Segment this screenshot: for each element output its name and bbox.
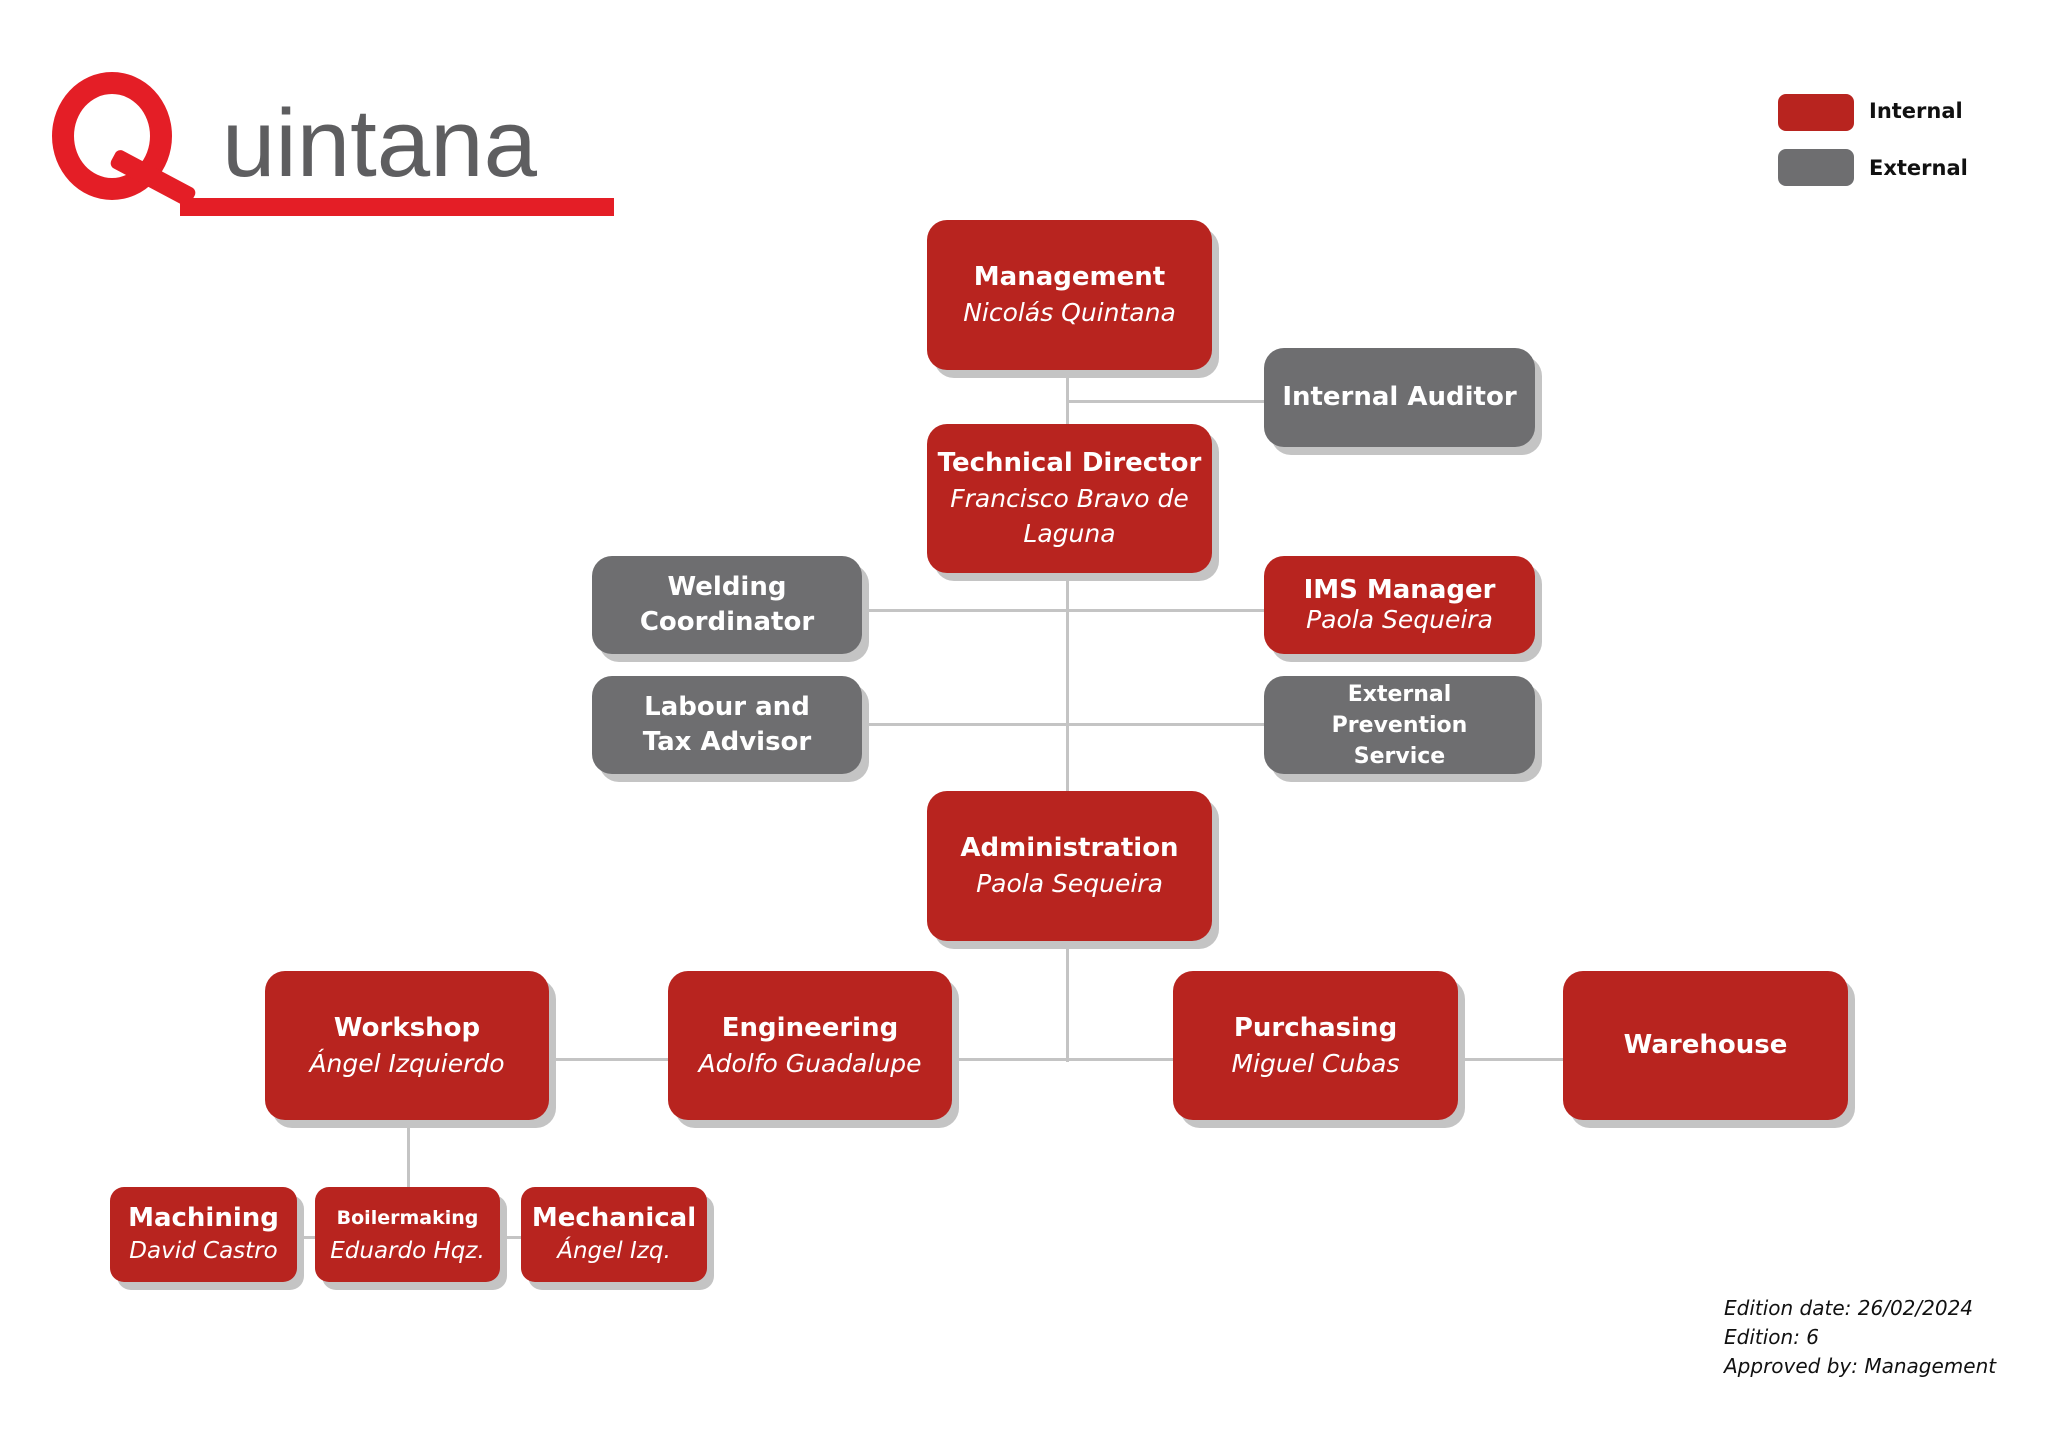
node-person: David Castro: [129, 1237, 278, 1264]
node-engineering[interactable]: Engineering Adolfo Guadalupe: [668, 971, 952, 1120]
legend-internal-swatch: [1778, 94, 1854, 131]
legend-external-swatch: [1778, 149, 1854, 186]
node-title: Workshop: [333, 1012, 481, 1043]
approved-by: Approved by: Management: [1724, 1354, 1997, 1378]
connector-departments: [549, 1058, 1565, 1061]
node-purchasing[interactable]: Purchasing Miguel Cubas: [1173, 971, 1458, 1120]
node-person: Ángel Izquierdo: [309, 1048, 505, 1078]
node-title: Engineering: [721, 1012, 899, 1043]
connector-workshop-vertical: [407, 1120, 410, 1188]
node-workshop[interactable]: Workshop Ángel Izquierdo: [265, 971, 549, 1120]
node-title: External Prevention Service: [1331, 681, 1468, 769]
node-welding-coordinator[interactable]: Welding Coordinator: [592, 556, 862, 654]
node-title: Machining: [128, 1202, 279, 1233]
node-person: Miguel Cubas: [1231, 1048, 1400, 1078]
legend-external-label: External: [1869, 156, 1968, 180]
node-title: Labour and Tax Advisor: [642, 692, 812, 757]
node-title: Management: [973, 262, 1166, 292]
edition-number: Edition: 6: [1724, 1325, 1820, 1349]
node-person: Paola Sequeira: [1306, 605, 1493, 634]
node-mechanical[interactable]: Mechanical Ángel Izq.: [521, 1187, 707, 1282]
node-person: Nicolás Quintana: [963, 298, 1176, 327]
node-ims-manager[interactable]: IMS Manager Paola Sequeira: [1264, 556, 1535, 654]
connector-welding-ims: [862, 609, 1266, 612]
node-title: Boilermaking: [336, 1206, 479, 1229]
edition-date: Edition date: 26/02/2024: [1724, 1296, 1974, 1320]
node-title: Technical Director: [937, 448, 1202, 478]
node-warehouse[interactable]: Warehouse: [1563, 971, 1848, 1120]
node-title: Administration: [960, 833, 1179, 863]
node-labour-tax-advisor[interactable]: Labour and Tax Advisor: [592, 676, 862, 774]
node-person: Adolfo Guadalupe: [698, 1048, 922, 1078]
node-title: Internal Auditor: [1282, 382, 1517, 412]
logo-text: uintana: [222, 90, 537, 197]
node-title: IMS Manager: [1303, 575, 1496, 605]
node-title: Warehouse: [1623, 1030, 1788, 1060]
node-administration[interactable]: Administration Paola Sequeira: [927, 791, 1212, 941]
logo-underline: [180, 198, 614, 216]
node-person: Francisco Bravo de Laguna: [950, 484, 1189, 548]
node-management[interactable]: Management Nicolás Quintana: [927, 220, 1212, 370]
node-person: Paola Sequeira: [976, 869, 1163, 898]
node-person: Ángel Izq.: [557, 1237, 671, 1264]
connector-labour-prevention: [862, 723, 1266, 726]
legend-internal-label: Internal: [1869, 99, 1963, 123]
node-person: Eduardo Hqz.: [330, 1237, 485, 1264]
node-internal-auditor[interactable]: Internal Auditor: [1264, 348, 1535, 447]
node-title: Mechanical: [531, 1202, 697, 1233]
node-boilermaking[interactable]: Boilermaking Eduardo Hqz.: [315, 1187, 500, 1282]
node-external-prevention[interactable]: External Prevention Service: [1264, 676, 1535, 774]
node-machining[interactable]: Machining David Castro: [110, 1187, 297, 1282]
connector-main-vertical: [1066, 370, 1069, 1062]
node-title: Welding Coordinator: [639, 572, 815, 637]
connector-auditor: [1066, 400, 1266, 403]
node-technical-director[interactable]: Technical Director Francisco Bravo de La…: [927, 424, 1212, 573]
node-title: Purchasing: [1233, 1012, 1398, 1043]
